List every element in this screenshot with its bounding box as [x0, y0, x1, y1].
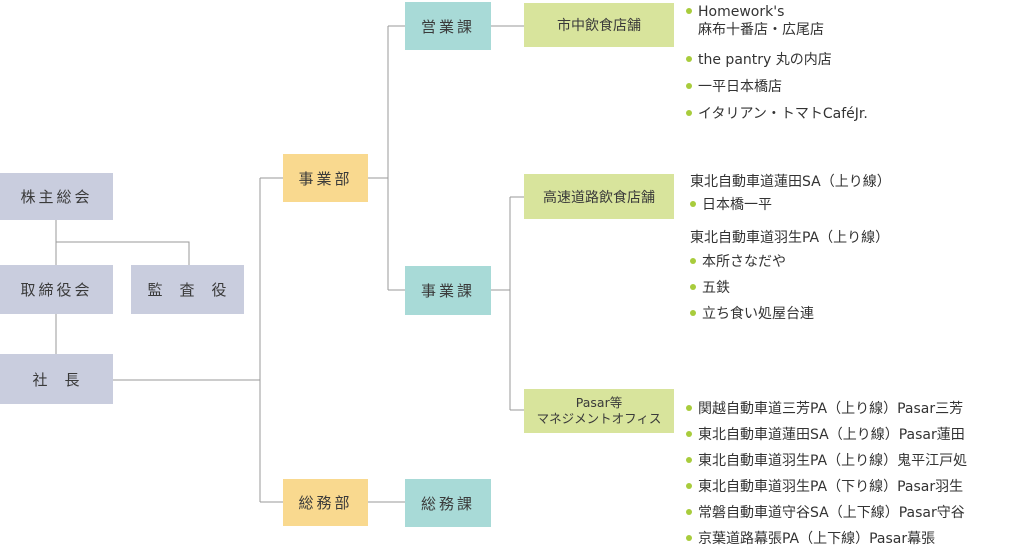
general-affairs-division-label: 総務部 [298, 494, 353, 512]
pasar-list-item: 東北自動車道羽生PA（下り線）Pasar羽生 [686, 478, 963, 496]
highway-group-header: 東北自動車道羽生PA（上り線） [690, 230, 890, 246]
city-restaurants-label: 市中飲食店舗 [557, 18, 641, 34]
pasar-list-item: 関越自動車道三芳PA（上り線）Pasar三芳 [686, 400, 963, 418]
shareholders-meeting-label: 株主総会 [20, 188, 93, 206]
pasar-management-office-box: Pasar等 マネジメントオフィス [524, 389, 674, 433]
president-box: 社 長 [0, 354, 113, 404]
bullet-icon [686, 405, 692, 411]
business-division-box: 事業部 [283, 154, 368, 202]
shareholders-meeting-box: 株主総会 [0, 173, 113, 220]
city-list-item: the pantry 丸の内店 [686, 51, 832, 69]
business-section-box: 事業課 [405, 266, 491, 315]
pasar-list-item: 東北自動車道羽生PA（上り線）鬼平江戸処 [686, 452, 967, 470]
city-list-item: 一平日本橋店 [686, 78, 782, 96]
auditor-label: 監 査 役 [147, 281, 228, 299]
president-label: 社 長 [32, 370, 81, 389]
city-restaurants-box: 市中飲食店舗 [524, 3, 674, 47]
highway-restaurants-label: 高速道路飲食店舗 [543, 189, 655, 206]
sales-section-box: 営業課 [405, 2, 491, 50]
board-of-directors-box: 取締役会 [0, 265, 113, 314]
bullet-icon [686, 8, 692, 14]
bullet-icon [686, 56, 692, 62]
pasar-list-item: 京葉道路幕張PA（上下線）Pasar幕張 [686, 530, 935, 548]
bullet-icon [686, 83, 692, 89]
bullet-icon [686, 431, 692, 437]
bullet-icon [686, 509, 692, 515]
auditor-box: 監 査 役 [131, 265, 244, 314]
city-list-item: イタリアン・トマトCaféJr. [686, 105, 868, 123]
highway-group-header: 東北自動車道蓮田SA（上り線） [690, 174, 891, 190]
pasar-office-line1: Pasar等 [575, 395, 623, 410]
bullet-icon [686, 457, 692, 463]
sales-section-label: 営業課 [420, 17, 475, 36]
line-to-auditor [56, 241, 190, 265]
business-section-label: 事業課 [420, 282, 475, 300]
bullet-icon [690, 284, 696, 290]
bullet-icon [690, 201, 696, 207]
highway-restaurants-box: 高速道路飲食店舗 [524, 174, 674, 219]
pasar-list-item: 常磐自動車道守谷SA（上下線）Pasar守谷 [686, 504, 965, 522]
pasar-list-item: 東北自動車道蓮田SA（上り線）Pasar蓮田 [686, 426, 965, 444]
general-affairs-section-box: 総務課 [405, 479, 491, 527]
general-affairs-division-box: 総務部 [283, 479, 368, 526]
bullet-icon [690, 258, 696, 264]
bullet-icon [686, 110, 692, 116]
board-of-directors-label: 取締役会 [20, 281, 93, 299]
highway-list-item: 日本橋一平 [690, 196, 772, 214]
highway-list-item: 立ち食い処屋台連 [690, 305, 814, 323]
city-list-item: Homework's 麻布十番店・広尾店 [686, 3, 824, 39]
business-division-label: 事業部 [298, 169, 353, 188]
bullet-icon [690, 310, 696, 316]
highway-list-item: 五鉄 [690, 279, 730, 297]
pasar-office-line2: マネジメントオフィス [536, 411, 662, 426]
bullet-icon [686, 535, 692, 541]
highway-list-item: 本所さなだや [690, 253, 786, 271]
bullet-icon [686, 483, 692, 489]
general-affairs-section-label: 総務課 [420, 494, 475, 513]
city-list-item-sub: 麻布十番店・広尾店 [698, 22, 824, 38]
